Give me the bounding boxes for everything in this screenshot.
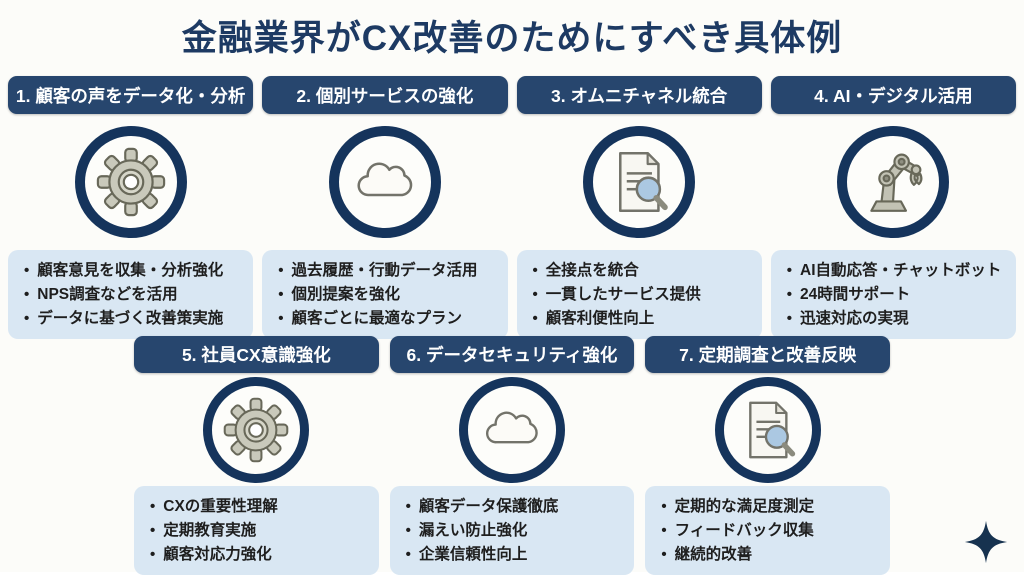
section-5-bullets: CXの重要性理解 定期教育実施 顧客対応力強化 bbox=[134, 486, 379, 575]
section-1: 1. 顧客の声をデータ化・分析 顧客意見を収集・分析強化 NPS調査などを活用 … bbox=[8, 76, 254, 340]
section-2-bullets: 過去履歴・行動データ活用 個別提案を強化 顧客ごとに最適なプラン bbox=[262, 250, 508, 340]
section-1-bullets: 顧客意見を収集・分析強化 NPS調査などを活用 データに基づく改善策実施 bbox=[8, 250, 254, 340]
page-title: 金融業界がCX改善のためにすべき具体例 bbox=[181, 19, 843, 58]
section-2-header: 2. 個別サービスの強化 bbox=[262, 76, 508, 114]
cloud-icon bbox=[458, 376, 565, 483]
bullet-item: 継続的改善 bbox=[661, 543, 884, 567]
document-search-icon bbox=[714, 376, 821, 483]
bullet-item: 顧客データ保護徹底 bbox=[406, 495, 629, 519]
bullet-item: フィードバック収集 bbox=[661, 519, 884, 543]
cloud-icon bbox=[328, 126, 441, 238]
bullet-item: 顧客ごとに最適なプラン bbox=[278, 307, 501, 331]
bullet-item: 企業信頼性向上 bbox=[406, 543, 629, 567]
bullet-item: CXの重要性理解 bbox=[150, 495, 373, 519]
bullet-item: AI自動応答・チャットボット bbox=[787, 259, 1010, 283]
bullet-item: 迅速対応の実現 bbox=[787, 307, 1010, 331]
section-1-icon-area bbox=[74, 114, 187, 250]
section-3: 3. オムニチャネル統合 全接点を統合 一貫したサービス提供 顧客利便性向上 bbox=[516, 76, 762, 340]
section-6-icon-area bbox=[458, 373, 565, 486]
section-4-header: 4. AI・デジタル活用 bbox=[770, 76, 1016, 114]
section-2: 2. 個別サービスの強化 過去履歴・行動データ活用 個別提案を強化 顧客ごとに最… bbox=[262, 76, 508, 340]
section-4: 4. AI・デジタル活用 AI自動応答・チャットボット 24時間サポート 迅速対… bbox=[770, 76, 1016, 340]
section-6-header: 6. データセキュリティ強化 bbox=[389, 336, 635, 373]
row-2: 5. 社員CX意識強化 CXの重要性理解 定期教育実施 顧客対応力強化 6. デ… bbox=[134, 336, 890, 575]
bullet-item: 顧客利便性向上 bbox=[533, 307, 756, 331]
section-5-header: 5. 社員CX意識強化 bbox=[134, 336, 379, 373]
row-1: 1. 顧客の声をデータ化・分析 顧客意見を収集・分析強化 NPS調査などを活用 … bbox=[8, 76, 1016, 340]
section-4-bullets: AI自動応答・チャットボット 24時間サポート 迅速対応の実現 bbox=[770, 250, 1016, 340]
bullet-item: 漏えい防止強化 bbox=[406, 519, 629, 543]
bullet-item: NPS調査などを活用 bbox=[24, 283, 247, 307]
section-5: 5. 社員CX意識強化 CXの重要性理解 定期教育実施 顧客対応力強化 bbox=[134, 336, 379, 575]
bullet-item: 全接点を統合 bbox=[533, 259, 756, 283]
section-3-icon-area bbox=[583, 114, 696, 250]
bullet-item: 過去履歴・行動データ活用 bbox=[278, 259, 501, 283]
section-7-header: 7. 定期調査と改善反映 bbox=[645, 336, 890, 373]
section-6-bullets: 顧客データ保護徹底 漏えい防止強化 企業信頼性向上 bbox=[389, 486, 635, 575]
sparkle-icon bbox=[964, 520, 1008, 564]
bullet-item: 定期的な満足度測定 bbox=[661, 495, 884, 519]
section-1-header: 1. 顧客の声をデータ化・分析 bbox=[8, 76, 254, 114]
bullet-item: 24時間サポート bbox=[787, 283, 1010, 307]
section-6: 6. データセキュリティ強化 顧客データ保護徹底 漏えい防止強化 企業信頼性向上 bbox=[389, 336, 635, 575]
section-7: 7. 定期調査と改善反映 定期的な満足度測定 フィードバック収集 継続的改善 bbox=[645, 336, 890, 575]
robot-arm-icon bbox=[837, 126, 950, 238]
bullet-item: 定期教育実施 bbox=[150, 519, 373, 543]
bullet-item: 顧客対応力強化 bbox=[150, 543, 373, 567]
section-4-icon-area bbox=[837, 114, 950, 250]
section-7-bullets: 定期的な満足度測定 フィードバック収集 継続的改善 bbox=[645, 486, 890, 575]
gear-icon bbox=[74, 126, 187, 238]
section-3-bullets: 全接点を統合 一貫したサービス提供 顧客利便性向上 bbox=[516, 250, 762, 340]
section-3-header: 3. オムニチャネル統合 bbox=[516, 76, 762, 114]
section-5-icon-area bbox=[203, 373, 310, 486]
document-search-icon bbox=[583, 126, 696, 238]
section-2-icon-area bbox=[328, 114, 441, 250]
gear-icon bbox=[203, 376, 310, 483]
bullet-item: データに基づく改善策実施 bbox=[24, 307, 247, 331]
bullet-item: 一貫したサービス提供 bbox=[533, 283, 756, 307]
bullet-item: 顧客意見を収集・分析強化 bbox=[24, 259, 247, 283]
section-7-icon-area bbox=[714, 373, 821, 486]
bullet-item: 個別提案を強化 bbox=[278, 283, 501, 307]
